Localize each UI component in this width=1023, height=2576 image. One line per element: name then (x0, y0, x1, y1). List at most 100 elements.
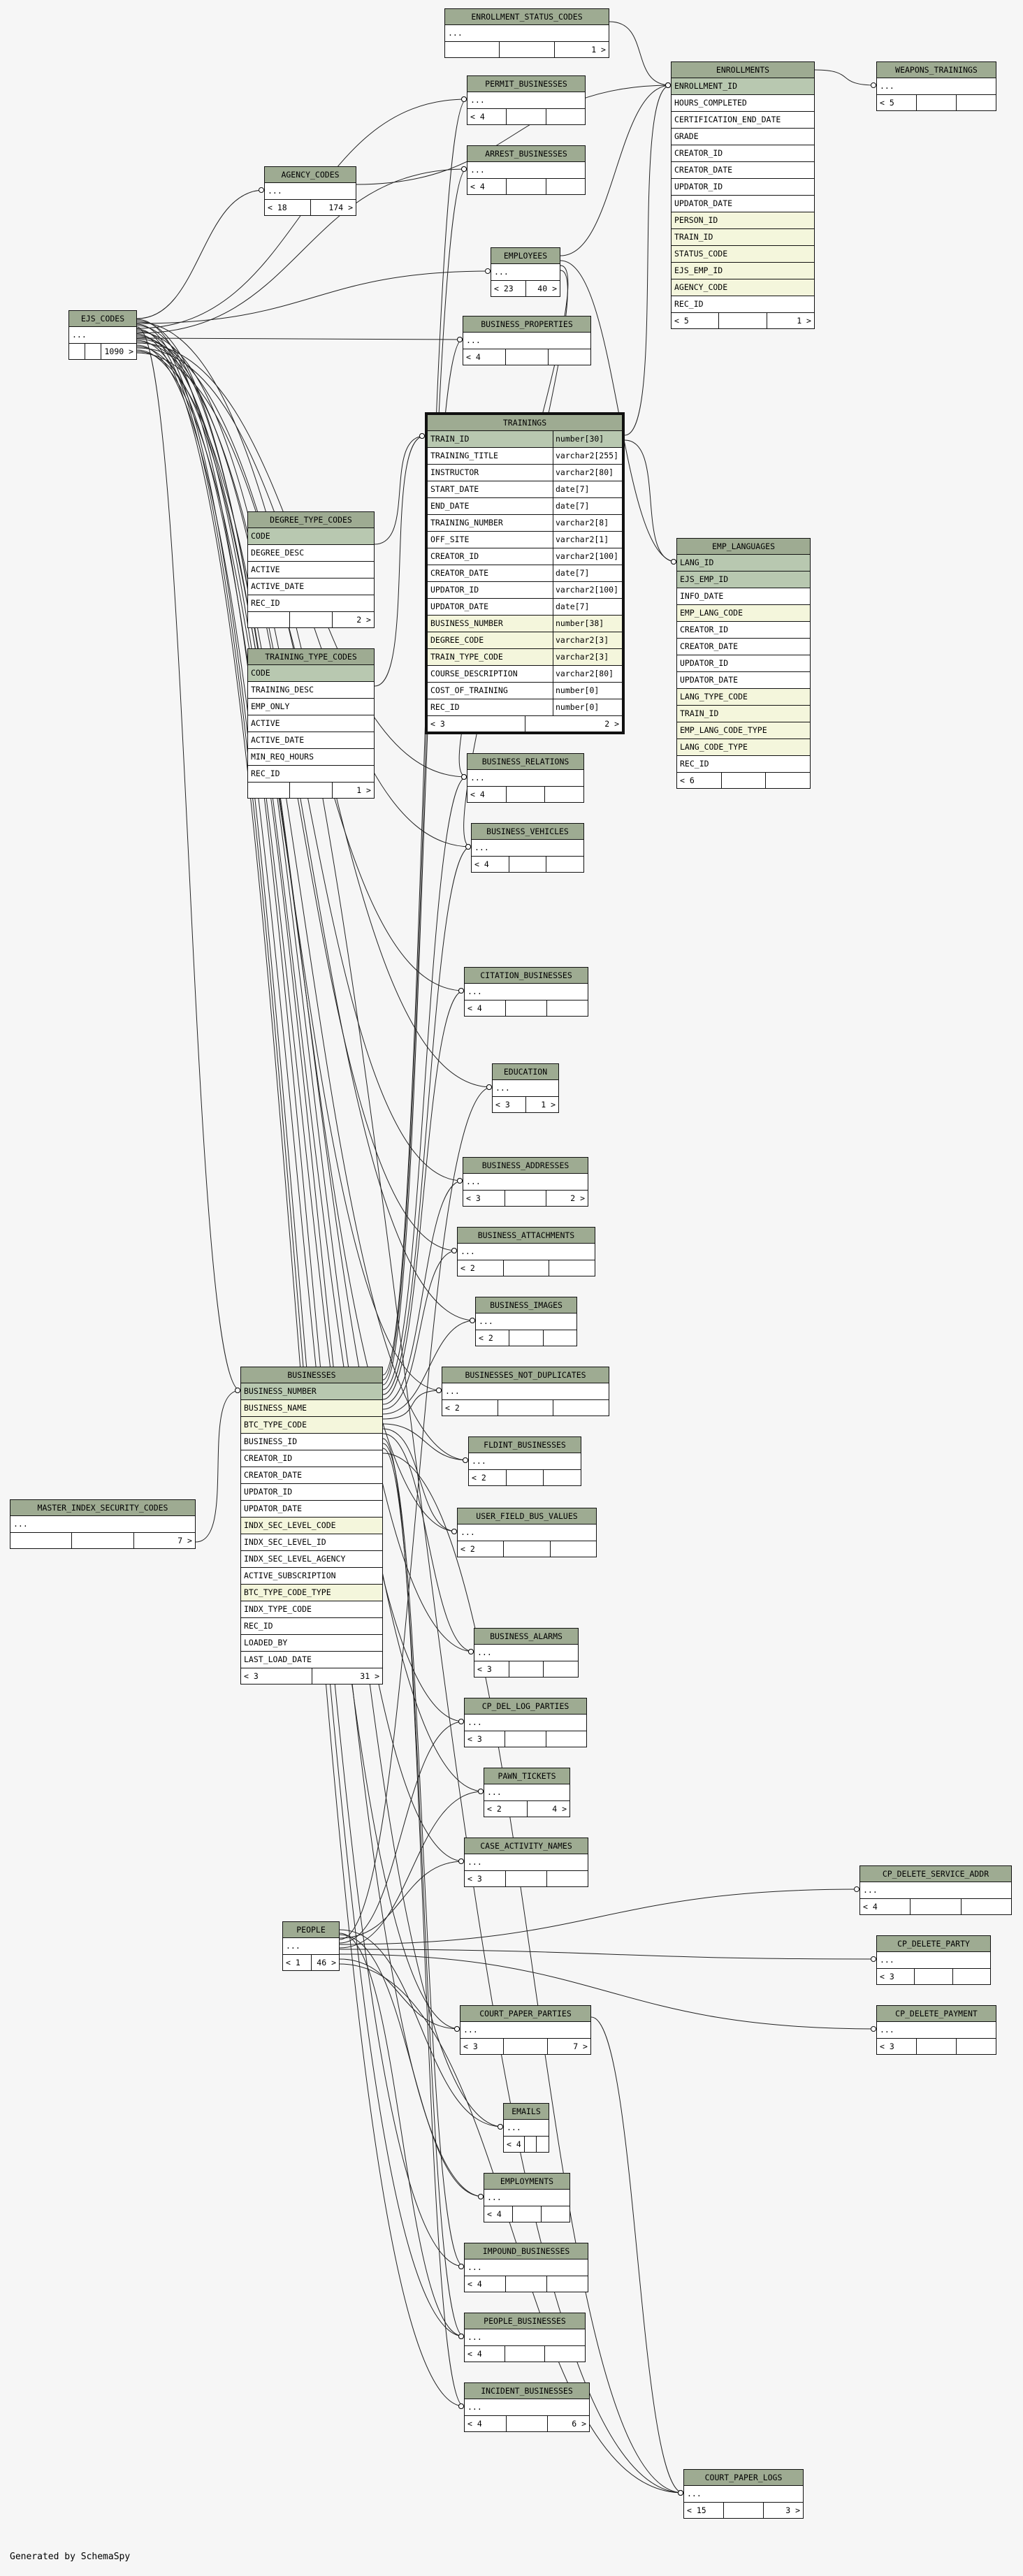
table-title[interactable]: CASE_ACTIVITY_NAMES (465, 1838, 588, 1854)
parent-count[interactable]: < 2 (458, 1260, 504, 1276)
table-title[interactable]: CP_DELETE_SERVICE_ADDR (860, 1866, 1011, 1882)
parent-count[interactable]: < 4 (467, 109, 507, 124)
child-count[interactable]: 1090 > (104, 347, 134, 356)
parent-count[interactable]: < 4 (465, 1000, 506, 1016)
table-business-images[interactable]: BUSINESS_IMAGES...< 2 (475, 1297, 577, 1346)
table-title[interactable]: BUSINESS_ALARMS (474, 1629, 578, 1645)
child-count[interactable]: 31 > (360, 1671, 379, 1681)
table-user-field-bus-values[interactable]: USER_FIELD_BUS_VALUES...< 2 (457, 1508, 597, 1557)
child-count[interactable]: 174 > (328, 203, 353, 212)
parent-count[interactable]: < 4 (860, 1899, 911, 1914)
table-title[interactable]: EMAILS (504, 2104, 549, 2120)
parent-count[interactable]: < 1 (283, 1955, 312, 1970)
table-title[interactable]: FLDINT_BUSINESSES (469, 1437, 581, 1453)
child-count[interactable]: 2 > (604, 719, 619, 729)
table-title[interactable]: BUSINESSES (241, 1367, 382, 1383)
table-title[interactable]: EDUCATION (493, 1064, 558, 1080)
table-title[interactable]: PERMIT_BUSINESSES (467, 76, 585, 92)
table-title[interactable]: DEGREE_TYPE_CODES (248, 512, 374, 528)
parent-count[interactable]: < 2 (469, 1470, 507, 1485)
table-title[interactable]: ARREST_BUSINESSES (467, 146, 585, 162)
table-business-alarms[interactable]: BUSINESS_ALARMS...< 3 (474, 1628, 579, 1678)
table-people-businesses[interactable]: PEOPLE_BUSINESSES...< 4 (464, 2313, 586, 2362)
parent-count[interactable]: < 4 (463, 349, 506, 365)
child-count[interactable]: 1 > (356, 785, 371, 795)
child-count[interactable]: 2 > (570, 1193, 586, 1203)
table-title[interactable]: PEOPLE_BUSINESSES (465, 2313, 585, 2329)
table-title[interactable]: CP_DEL_LOG_PARTIES (465, 1698, 586, 1715)
table-title[interactable]: AGENCY_CODES (265, 167, 356, 183)
table-title[interactable]: TRAINING_TYPE_CODES (248, 649, 374, 665)
parent-count[interactable]: < 4 (465, 2416, 507, 2431)
table-title[interactable]: PAWN_TICKETS (484, 1768, 569, 1784)
table-title[interactable]: BUSINESS_IMAGES (476, 1297, 576, 1314)
table-title[interactable]: EMP_LANGUAGES (677, 539, 810, 555)
table-title[interactable]: EMPLOYMENTS (484, 2174, 569, 2190)
parent-count[interactable]: < 2 (442, 1400, 498, 1416)
parent-count[interactable]: < 2 (476, 1330, 510, 1346)
table-title[interactable]: BUSINESS_PROPERTIES (463, 316, 590, 333)
parent-count[interactable]: < 3 (877, 2039, 917, 2054)
table-title[interactable]: ENROLLMENTS (672, 62, 814, 78)
table-weapons-trainings[interactable]: WEAPONS_TRAININGS...< 5 (876, 61, 996, 111)
child-count[interactable]: 6 > (572, 2419, 587, 2429)
table-ejs-codes[interactable]: EJS_CODES...1090 > (68, 310, 137, 360)
child-count[interactable]: 2 > (356, 615, 371, 625)
table-master-index-security-codes[interactable]: MASTER_INDEX_SECURITY_CODES...7 > (10, 1499, 196, 1549)
child-count[interactable]: 46 > (317, 1958, 336, 1967)
table-business-vehicles[interactable]: BUSINESS_VEHICLES...< 4 (471, 823, 584, 873)
table-business-properties[interactable]: BUSINESS_PROPERTIES...< 4 (463, 316, 591, 365)
parent-count[interactable]: < 2 (458, 1541, 505, 1557)
table-citation-businesses[interactable]: CITATION_BUSINESSES...< 4 (464, 967, 588, 1017)
table-title[interactable]: CITATION_BUSINESSES (465, 968, 588, 984)
child-count[interactable]: 3 > (785, 2505, 800, 2515)
table-title[interactable]: ENROLLMENT_STATUS_CODES (445, 9, 609, 25)
table-title[interactable]: CP_DELETE_PAYMENT (877, 2006, 996, 2022)
table-permit-businesses[interactable]: PERMIT_BUSINESSES...< 4 (467, 75, 586, 125)
parent-count[interactable]: < 4 (467, 179, 507, 194)
parent-count[interactable]: < 18 (265, 200, 311, 215)
table-title[interactable]: BUSINESSES_NOT_DUPLICATES (442, 1367, 609, 1383)
child-count[interactable]: 7 > (573, 2042, 588, 2051)
table-title[interactable]: BUSINESS_ATTACHMENTS (458, 1228, 595, 1244)
child-count[interactable]: 1 > (797, 316, 811, 326)
table-title[interactable]: MASTER_INDEX_SECURITY_CODES (10, 1500, 195, 1516)
table-cp-delete-party[interactable]: CP_DELETE_PARTY...< 3 (876, 1935, 991, 1985)
parent-count[interactable]: < 3 (463, 1191, 505, 1206)
child-count[interactable]: 1 > (591, 45, 606, 54)
table-employments[interactable]: EMPLOYMENTS...< 4 (484, 2173, 570, 2222)
child-count[interactable]: 4 > (552, 1804, 567, 1814)
child-count[interactable]: 40 > (537, 284, 557, 293)
table-title[interactable]: TRAININGS (428, 415, 622, 431)
table-cp-del-log-parties[interactable]: CP_DEL_LOG_PARTIES...< 3 (464, 1698, 587, 1747)
table-businesses-not-duplicates[interactable]: BUSINESSES_NOT_DUPLICATES...< 2 (442, 1367, 609, 1416)
parent-count[interactable]: < 23 (491, 281, 526, 296)
table-enrollment-status-codes[interactable]: ENROLLMENT_STATUS_CODES...1 > (444, 8, 609, 58)
table-impound-businesses[interactable]: IMPOUND_BUSINESSES...< 4 (464, 2243, 588, 2292)
table-cp-delete-payment[interactable]: CP_DELETE_PAYMENT...< 3 (876, 2005, 996, 2055)
table-cp-delete-service-addr[interactable]: CP_DELETE_SERVICE_ADDR...< 4 (859, 1865, 1012, 1915)
table-business-attachments[interactable]: BUSINESS_ATTACHMENTS...< 2 (457, 1227, 595, 1276)
parent-count[interactable]: < 5 (877, 95, 917, 110)
parent-count[interactable]: < 3 (241, 1668, 312, 1684)
table-business-relations[interactable]: BUSINESS_RELATIONS...< 4 (467, 753, 584, 803)
parent-count[interactable]: < 3 (474, 1661, 509, 1677)
parent-count[interactable]: < 6 (677, 773, 722, 788)
parent-count[interactable]: < 4 (472, 857, 509, 872)
parent-count[interactable]: < 15 (684, 2503, 724, 2518)
parent-count[interactable]: < 3 (465, 1731, 506, 1747)
table-title[interactable]: CP_DELETE_PARTY (877, 1936, 990, 1952)
table-title[interactable]: PEOPLE (283, 1922, 339, 1938)
table-title[interactable]: INCIDENT_BUSINESSES (465, 2383, 589, 2399)
